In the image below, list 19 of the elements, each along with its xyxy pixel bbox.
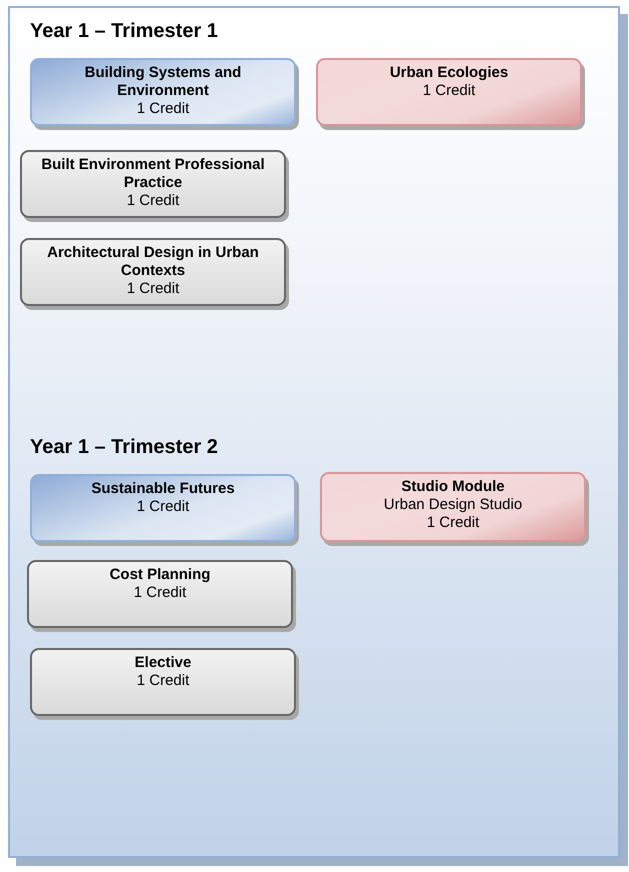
course-title: Architectural Design in Urban Contexts [46,244,260,280]
course-title: Building Systems and Environment [84,64,242,100]
course-title: Cost Planning [108,566,212,584]
course-title: Studio Module [400,478,506,496]
course-detail: 1 Credit [136,672,190,690]
course-title: Urban Ecologies [388,64,510,82]
course-detail: Urban Design Studio [382,496,524,514]
course-title: Sustainable Futures [90,480,236,498]
course-detail: 1 Credit [132,584,188,602]
course-detail: 1 Credit [126,192,180,210]
course-detail: 1 Credit [422,82,476,100]
section-heading: Year 1 – Trimester 1 [30,20,218,43]
course-detail: 1 Credit [426,514,480,532]
section-heading: Year 1 – Trimester 2 [30,436,218,459]
course-detail: 1 Credit [136,498,190,516]
course-detail: 1 Credit [126,280,180,298]
course-title: Elective [134,654,192,672]
course-detail: 1 Credit [136,100,190,118]
course-title: Built Environment Professional Practice [40,156,266,192]
